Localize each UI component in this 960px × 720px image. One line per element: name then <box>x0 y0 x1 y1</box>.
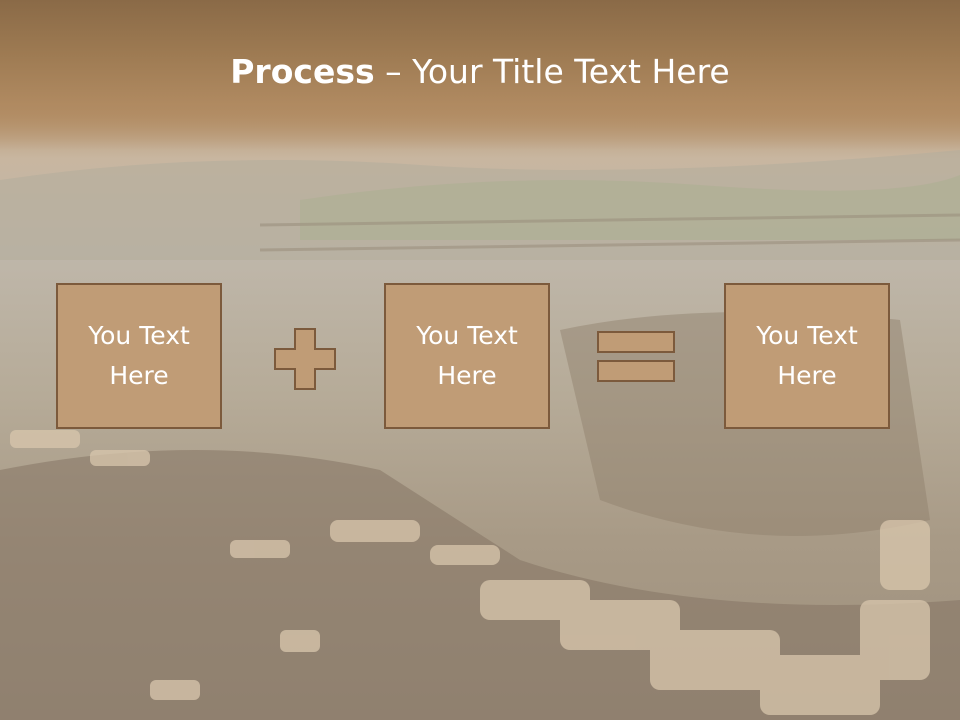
title-band <box>0 0 960 150</box>
equals-icon <box>597 331 675 382</box>
plus-icon <box>274 328 336 390</box>
process-box-3[interactable]: You Text Here <box>724 283 890 429</box>
process-box-1[interactable]: You Text Here <box>56 283 222 429</box>
process-box-3-text: You Text Here <box>756 321 858 390</box>
process-box-2[interactable]: You Text Here <box>384 283 550 429</box>
process-box-1-text: You Text Here <box>88 321 190 390</box>
title-bold: Process <box>230 52 375 91</box>
slide-title: Process – Your Title Text Here <box>0 52 960 91</box>
title-rest: – Your Title Text Here <box>374 52 730 91</box>
process-box-2-text: You Text Here <box>416 321 518 390</box>
